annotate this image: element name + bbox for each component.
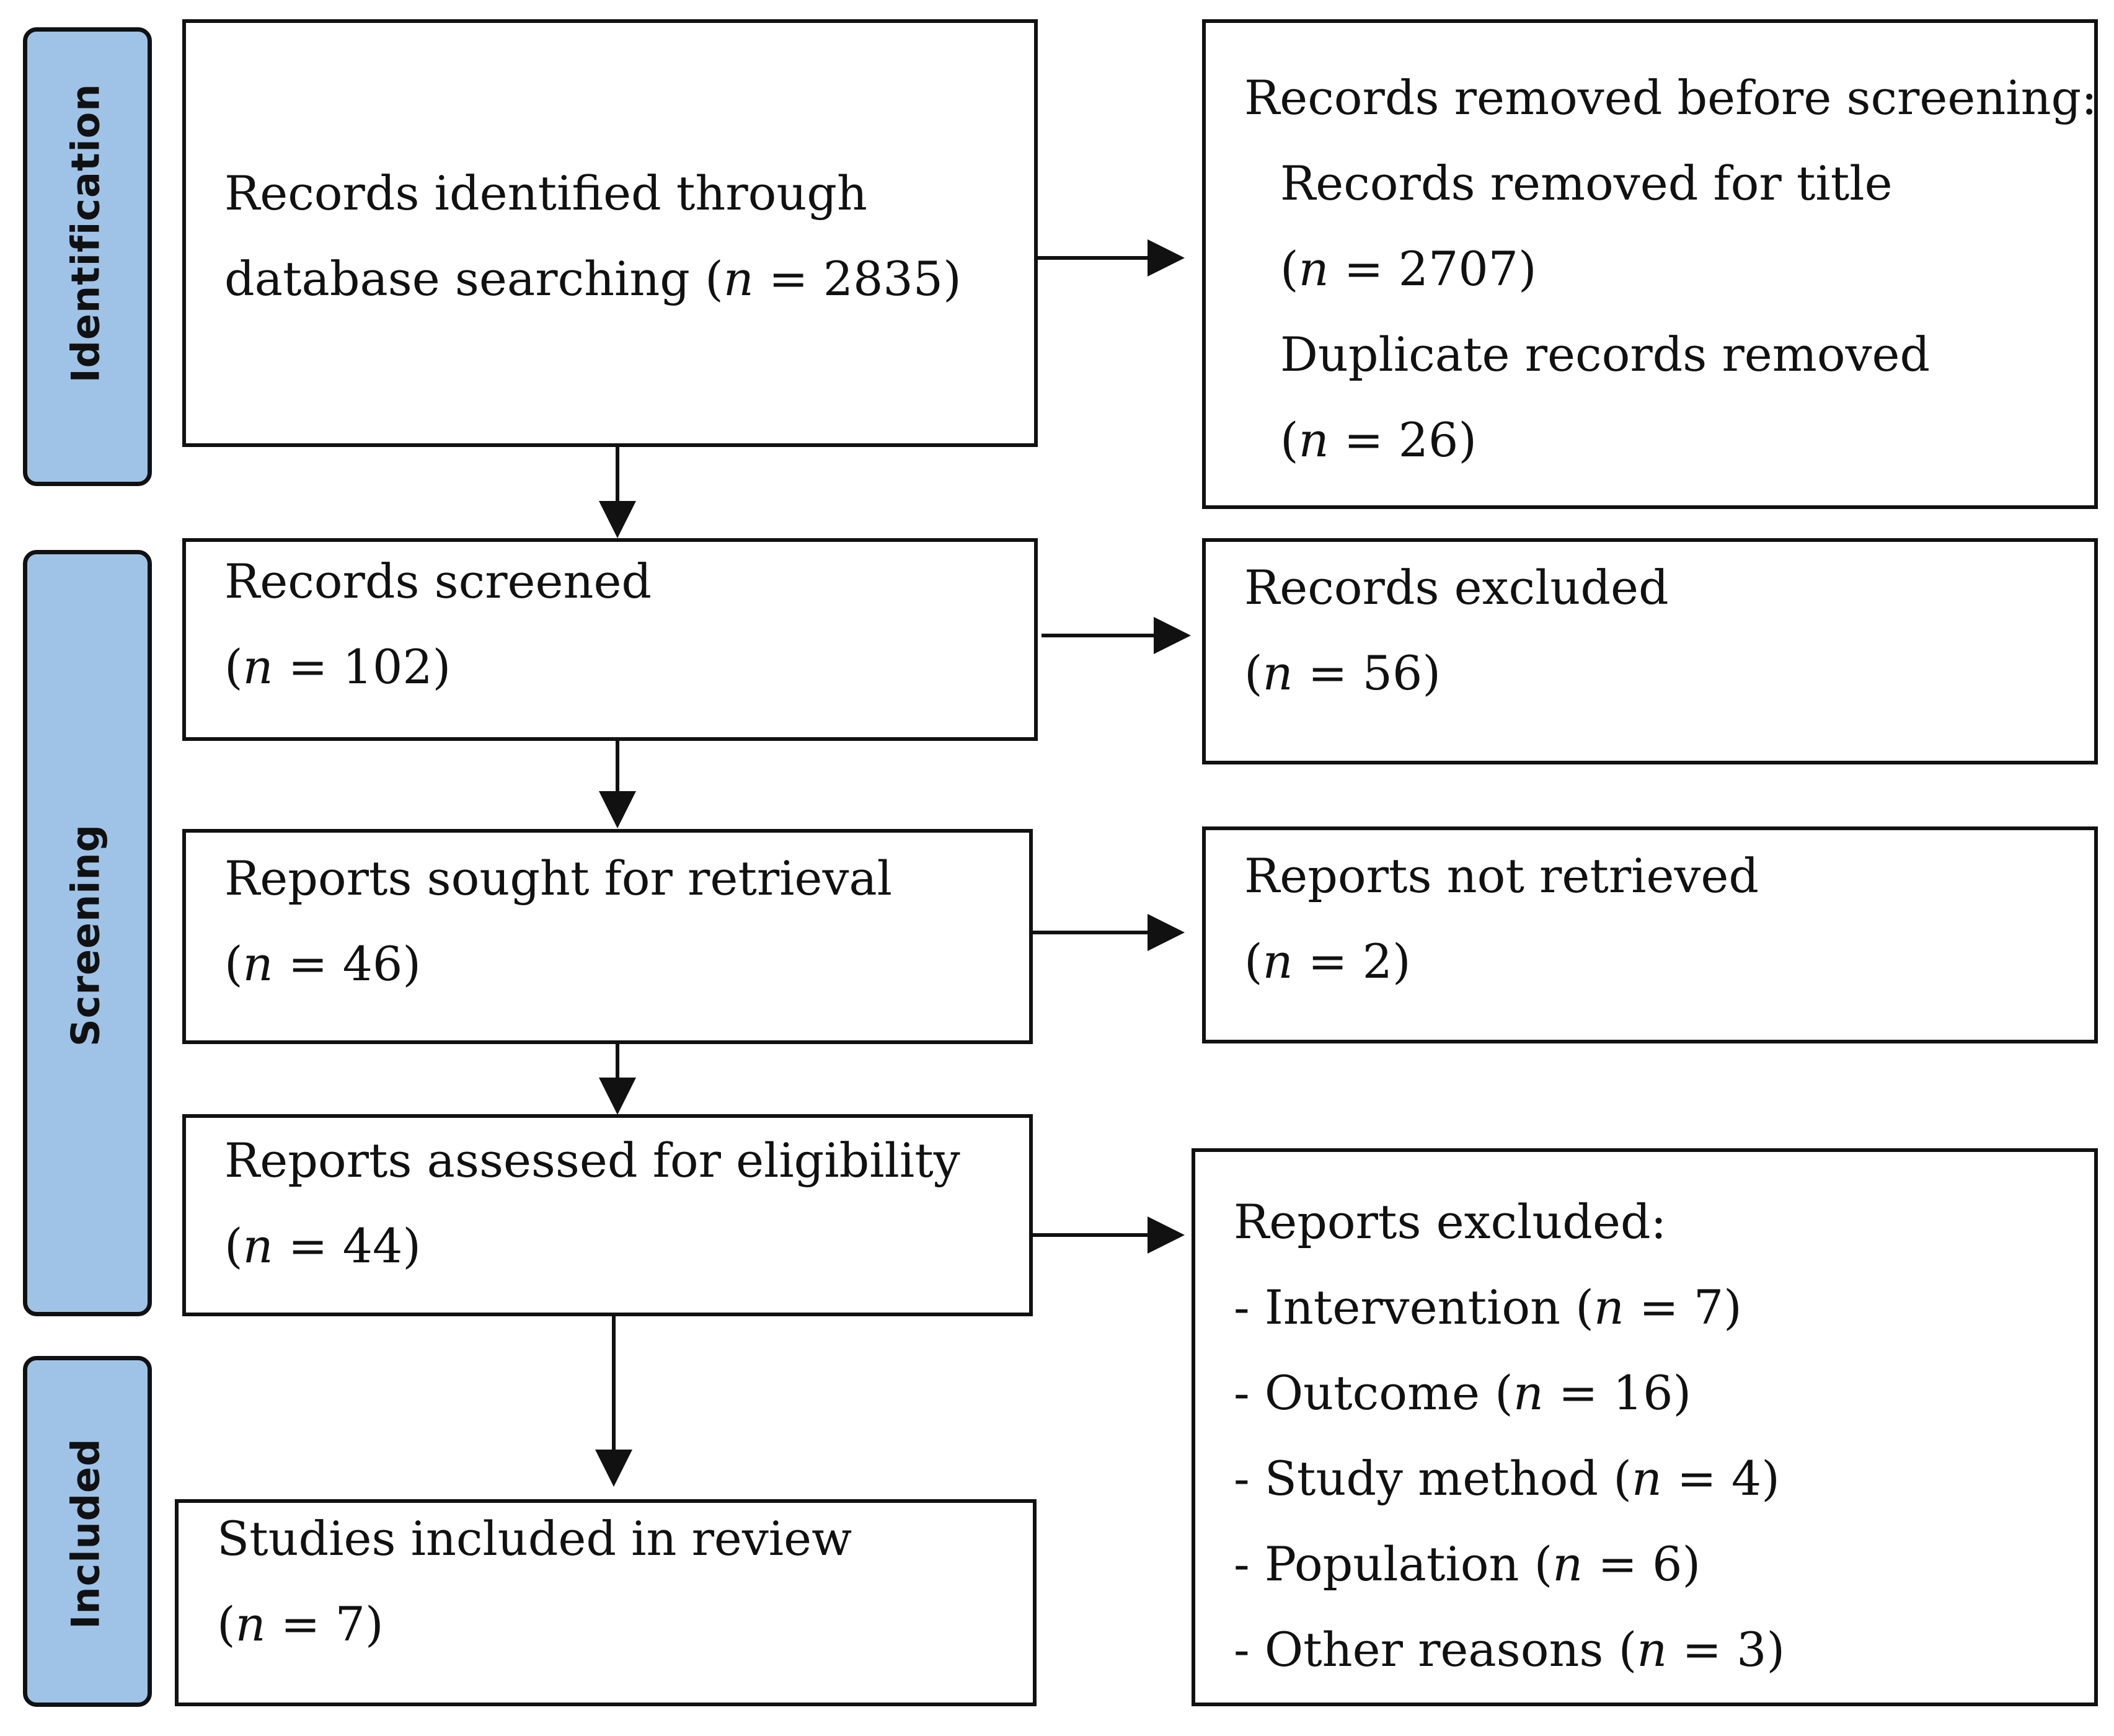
reason-item: - Study method (n = 4)	[1234, 1436, 1780, 1521]
reason-value: = 6)	[1583, 1536, 1701, 1592]
stage-identification: Identification	[23, 27, 152, 486]
excluded-prefix: (	[1244, 645, 1263, 701]
not-retrieved-count: (n = 2)	[1244, 919, 1411, 1004]
stage-screening: Screening	[23, 550, 152, 1316]
assessed-value: = 44)	[273, 1218, 421, 1273]
not-retrieved-prefix: (	[1244, 934, 1263, 989]
reason-prefix: - Study method (	[1234, 1451, 1632, 1506]
reason-value: = 3)	[1667, 1622, 1785, 1677]
reason-value: = 16)	[1543, 1365, 1692, 1420]
included-count: (n = 7)	[217, 1582, 384, 1667]
reason-prefix: - Intervention (	[1234, 1280, 1594, 1335]
excluded-value: = 56)	[1293, 645, 1441, 701]
identified-value: = 2835)	[753, 251, 962, 306]
screened-prefix: (	[224, 639, 243, 694]
box-reports-excluded: Reports excluded: - Intervention (n = 7)…	[1192, 1148, 2098, 1706]
reason-item: - Other reasons (n = 3)	[1234, 1607, 1785, 1693]
reason-n-symbol: n	[1637, 1622, 1668, 1677]
removed-dup-label: Duplicate records removed	[1280, 327, 1930, 382]
identified-line1: Records identified through	[224, 166, 867, 221]
sought-label: Reports sought for retrieval	[224, 851, 893, 906]
reason-prefix: - Other reasons (	[1234, 1622, 1637, 1677]
reason-n-symbol: n	[1513, 1365, 1544, 1420]
box-reports-not-retrieved: Reports not retrieved (n = 2)	[1202, 826, 2098, 1043]
box-reports-sought: Reports sought for retrieval (n = 46)	[182, 829, 1033, 1044]
reason-item: - Population (n = 6)	[1234, 1521, 1700, 1607]
excluded-label: Records excluded	[1244, 560, 1669, 615]
reports-excluded-heading: Reports excluded:	[1234, 1194, 1667, 1249]
included-label: Studies included in review	[217, 1511, 852, 1566]
stage-included: Included	[23, 1356, 152, 1707]
screened-label: Records screened	[224, 554, 652, 609]
removed-dup-prefix: (	[1280, 412, 1299, 467]
removed-title-value: = 2707)	[1329, 241, 1537, 296]
screened-n-symbol: n	[242, 639, 273, 694]
sought-n-symbol: n	[242, 936, 273, 991]
removed-dup-n-symbol: n	[1298, 412, 1329, 467]
removed-heading: Records removed before screening:	[1244, 70, 2097, 125]
not-retrieved-n-symbol: n	[1262, 934, 1293, 989]
included-value: = 7)	[265, 1596, 384, 1652]
included-prefix: (	[217, 1596, 236, 1652]
reason-value: = 7)	[1624, 1280, 1742, 1335]
assessed-count: (n = 44)	[224, 1203, 421, 1289]
not-retrieved-label: Reports not retrieved	[1244, 848, 1759, 903]
reason-n-symbol: n	[1552, 1536, 1583, 1592]
box-records-identified: Records identified through database sear…	[182, 19, 1038, 447]
box-records-screened: Records screened (n = 102)	[182, 538, 1038, 741]
removed-title-label: Records removed for title	[1280, 156, 1893, 211]
box-studies-included: Studies included in review (n = 7)	[175, 1499, 1037, 1706]
removed-dup-count: (n = 26)	[1244, 397, 1477, 483]
box-removed-before-screening: Records removed before screening: Record…	[1202, 19, 2098, 509]
sought-value: = 46)	[273, 936, 421, 991]
reason-prefix: - Outcome (	[1234, 1365, 1513, 1420]
screened-count: (n = 102)	[224, 624, 451, 710]
reason-n-symbol: n	[1593, 1280, 1624, 1335]
reason-value: = 4)	[1661, 1451, 1780, 1506]
assessed-prefix: (	[224, 1218, 243, 1273]
removed-title-n-symbol: n	[1298, 241, 1329, 296]
removed-title-prefix: (	[1280, 241, 1299, 296]
assessed-label: Reports assessed for eligibility	[224, 1133, 960, 1188]
removed-title-count: (n = 2707)	[1244, 226, 1537, 312]
box-reports-assessed: Reports assessed for eligibility (n = 44…	[182, 1114, 1033, 1316]
assessed-n-symbol: n	[242, 1218, 273, 1273]
sought-prefix: (	[224, 936, 243, 991]
box-records-excluded: Records excluded (n = 56)	[1202, 538, 2098, 764]
reason-item: - Outcome (n = 16)	[1234, 1350, 1691, 1436]
screened-value: = 102)	[273, 639, 451, 694]
not-retrieved-value: = 2)	[1293, 934, 1411, 989]
excluded-n-symbol: n	[1262, 645, 1293, 701]
reason-n-symbol: n	[1631, 1451, 1662, 1506]
identified-n-symbol: n	[723, 251, 754, 306]
reason-item: - Intervention (n = 7)	[1234, 1265, 1742, 1350]
sought-count: (n = 46)	[224, 921, 421, 1007]
reason-prefix: - Population (	[1234, 1536, 1553, 1592]
excluded-count: (n = 56)	[1244, 631, 1441, 716]
identified-line2: database searching (n = 2835)	[224, 236, 962, 322]
included-n-symbol: n	[235, 1596, 266, 1652]
identified-prefix: database searching (	[224, 251, 723, 306]
removed-dup-value: = 26)	[1329, 412, 1477, 467]
